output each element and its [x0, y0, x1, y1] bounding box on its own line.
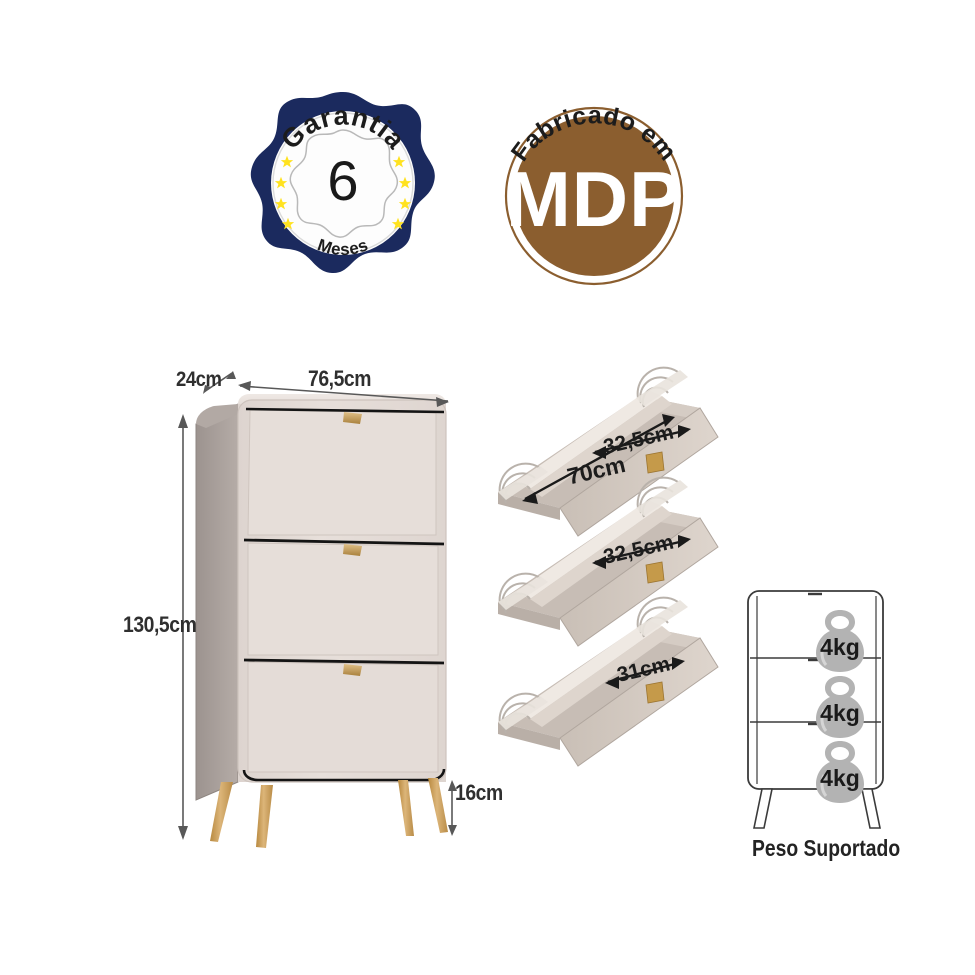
weight-capacity-panel [747, 590, 884, 829]
material-disc [514, 116, 674, 276]
warranty-stars [274, 155, 412, 230]
svg-text:Meses: Meses [315, 235, 371, 259]
warranty-badge: Garantia Meses 6 [248, 88, 438, 284]
dimension-lines [182, 372, 453, 836]
material-outer-ring [504, 106, 684, 286]
leg-height-dimension-label: 16cm [455, 780, 503, 805]
kettlebell-icon [816, 676, 864, 738]
drawer-handles [343, 412, 362, 676]
cabinet-body [195, 394, 448, 848]
dimension-arrowheads [178, 371, 457, 840]
open-drawer-middle [498, 476, 719, 647]
tray-1-length-label: 70cm [565, 451, 628, 490]
kettlebell-icons [816, 610, 864, 803]
warranty-bottom-text: Meses [315, 235, 370, 259]
tray-dimension-lines [524, 416, 689, 684]
width-dimension-label: 76,5cm [308, 366, 372, 391]
weight-label-3: 4kg [820, 765, 860, 791]
warranty-number: 6 [327, 149, 358, 212]
open-drawer-top [498, 366, 719, 537]
height-dimension-label: 130,5cm [123, 612, 197, 637]
material-label: MDP [506, 155, 682, 243]
kettlebell-icon [816, 610, 864, 672]
weight-label-2: 4kg [820, 700, 860, 726]
tray-arrowheads [522, 414, 691, 689]
tray-2-width-label: 32,5cm [601, 530, 676, 568]
tray-3-width-label: 31cm [615, 652, 673, 686]
cabinet-legs [210, 778, 448, 848]
material-badge: Fabricado em MDP [488, 84, 700, 292]
kettlebell-icon [816, 741, 864, 803]
weight-label-1: 4kg [820, 634, 860, 660]
tray-1-width-label: 32,5cm [601, 420, 676, 458]
open-drawer-bottom [498, 596, 719, 767]
depth-dimension-label: 24cm [176, 368, 222, 391]
warranty-inner-scallop [289, 129, 399, 238]
weight-capacity-caption: Peso Suportado [752, 835, 901, 861]
